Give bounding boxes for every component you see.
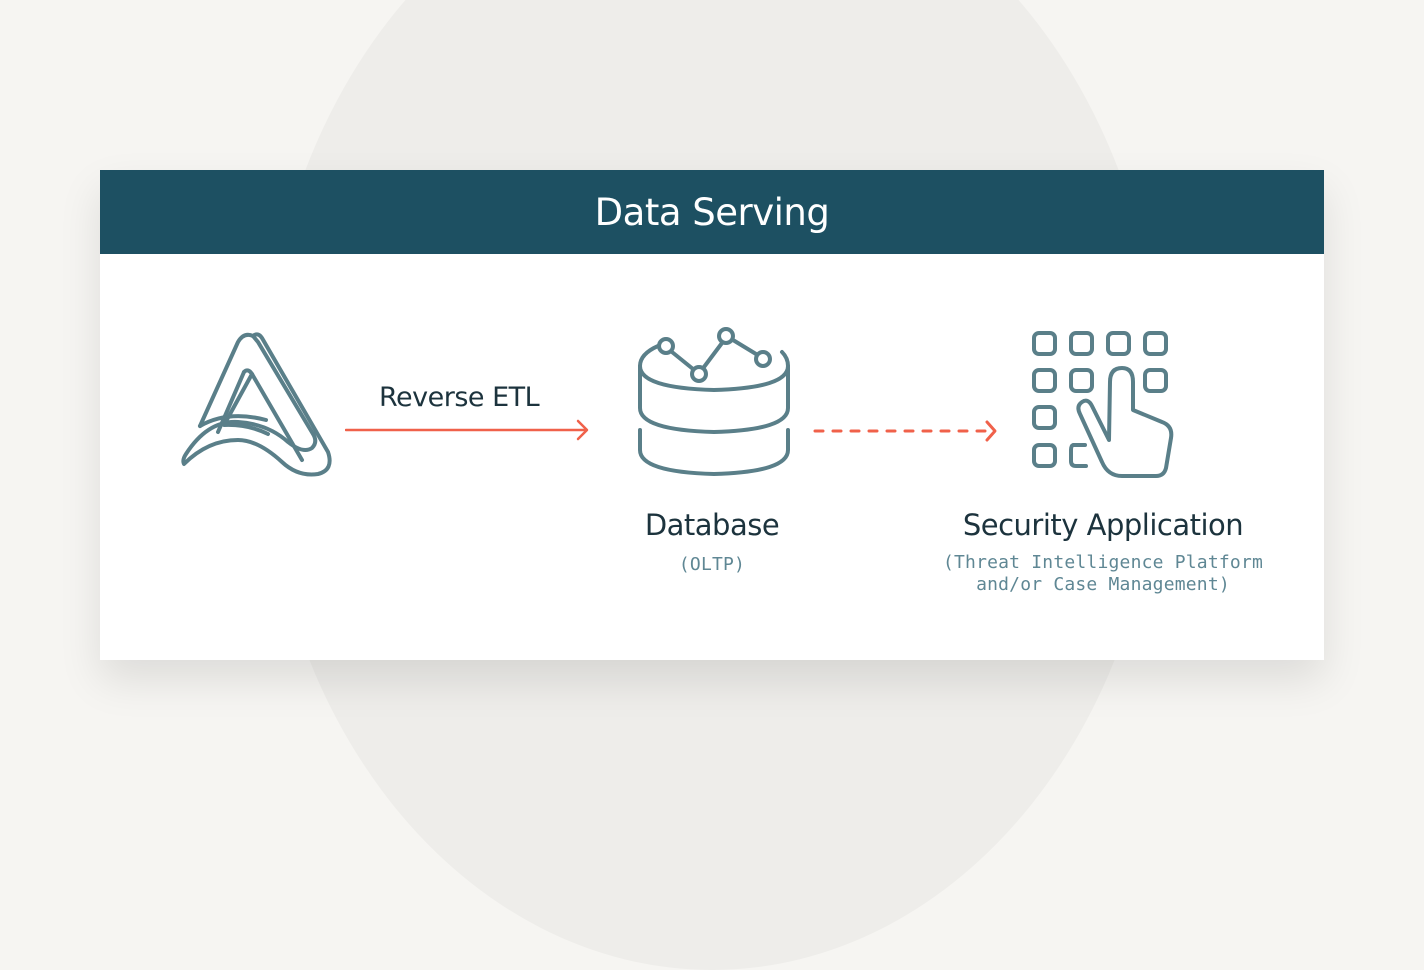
reverse-etl-label: Reverse ETL (379, 382, 540, 413)
security-app-subtitle-line1: (Threat Intelligence Platform (942, 552, 1264, 573)
diagram-title: Data Serving (594, 190, 830, 234)
platform-logo-icon (178, 330, 338, 480)
security-app-title: Security Application (962, 508, 1244, 542)
database-icon (636, 326, 792, 482)
diagram-header: Data Serving (100, 170, 1324, 254)
db-to-app-dashed-arrow (812, 419, 1002, 448)
database-subtitle: (OLTP) (678, 554, 746, 575)
security-app-subtitle-line2: and/or Case Management) (976, 574, 1230, 595)
keypad-touch-icon (1030, 330, 1180, 480)
diagram-card: Data Serving (100, 170, 1324, 660)
database-title: Database (644, 508, 780, 542)
security-app-subtitle: (Threat Intelligence Platform and/or Cas… (903, 552, 1303, 596)
reverse-etl-arrow (344, 418, 595, 447)
